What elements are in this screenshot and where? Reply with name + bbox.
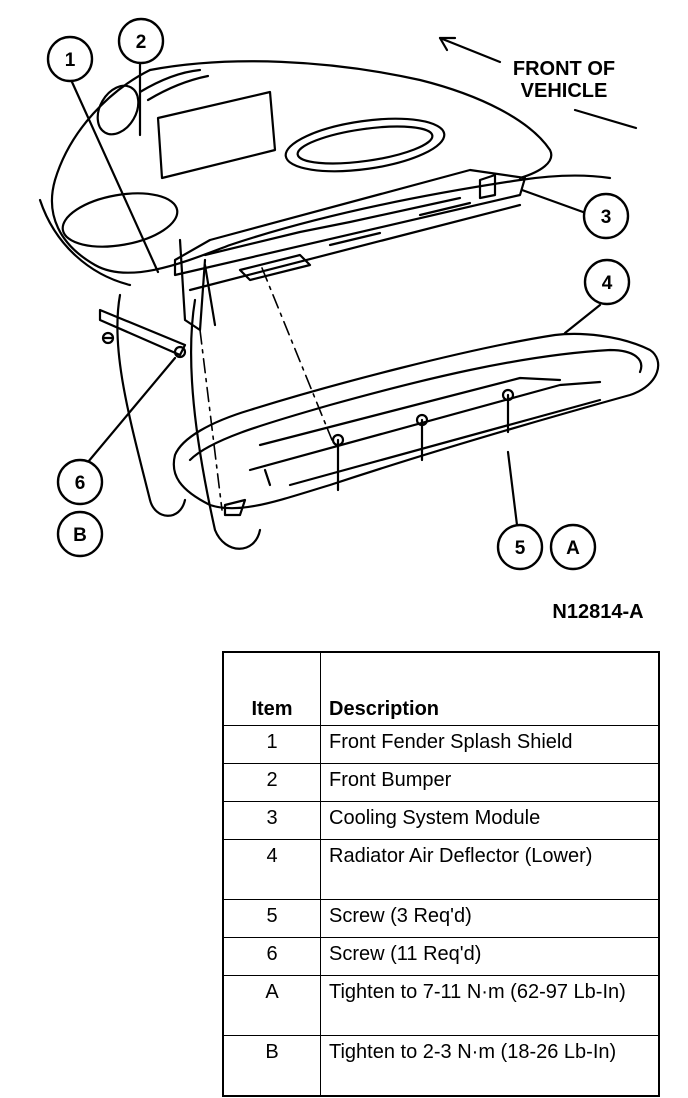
table-row: 3 Cooling System Module: [222, 801, 660, 840]
legend-description-cell: Front Bumper: [320, 763, 660, 802]
front-of-vehicle-arrow: [438, 36, 502, 64]
air-deflector-drawing: [172, 332, 660, 517]
callout-3-label: 3: [601, 207, 612, 228]
table-row: 4 Radiator Air Deflector (Lower): [222, 839, 660, 900]
deflector-screws: [331, 388, 515, 492]
legend-header-item: Item: [222, 651, 321, 726]
leader-4: [563, 303, 602, 335]
leader-3: [520, 188, 585, 214]
callout-a-label: A: [566, 538, 580, 559]
callout-5-label: 5: [515, 538, 526, 559]
figure-id: N12814-A: [552, 601, 643, 623]
legend-item-cell: 2: [222, 763, 321, 802]
leader-5: [506, 450, 519, 527]
legend-description-cell: Cooling System Module: [320, 801, 660, 840]
legend-item-cell: B: [222, 1035, 321, 1097]
table-row: 1 Front Fender Splash Shield: [222, 725, 660, 764]
legend-description-cell: Front Fender Splash Shield: [320, 725, 660, 764]
callout-b-label: B: [73, 525, 87, 546]
legend-description-cell: Screw (3 Req'd): [320, 899, 660, 938]
table-row: 2 Front Bumper: [222, 763, 660, 802]
leader-1: [70, 80, 160, 274]
legend-item-cell: 1: [222, 725, 321, 764]
callout-4-circle: [583, 258, 631, 306]
splash-shield-drawing: [98, 293, 262, 550]
callout-1-circle: [46, 35, 94, 83]
callout-a-circle: [549, 523, 597, 571]
legend-description-cell: Tighten to 2-3 N·m (18-26 Lb-In): [320, 1035, 660, 1097]
legend-item-cell: 6: [222, 937, 321, 976]
leader-6: [86, 356, 177, 464]
table-row: A Tighten to 7-11 N·m (62-97 Lb-In): [222, 975, 660, 1036]
alignment-lines: [199, 267, 333, 511]
callout-3-circle: [582, 192, 630, 240]
front-of-vehicle-label-line1: FRONT OF: [513, 58, 615, 80]
table-row: 6 Screw (11 Req'd): [222, 937, 660, 976]
callout-4-label: 4: [602, 273, 613, 294]
legend-description-cell: Radiator Air Deflector (Lower): [320, 839, 660, 900]
legend-item-cell: A: [222, 975, 321, 1036]
callout-2-circle: [117, 17, 165, 65]
callout-1-label: 1: [65, 50, 76, 71]
legend-header-description: Description: [320, 651, 660, 726]
table-row: 5 Screw (3 Req'd): [222, 899, 660, 938]
legend-description-cell: Screw (11 Req'd): [320, 937, 660, 976]
exploded-view-diagram: 1 2 3 4 5 A 6 B FRONT OF VEHICLE N12814-…: [38, 17, 660, 623]
parts-legend-table: Item Description 1 Front Fender Splash S…: [222, 651, 660, 1097]
cooling-module-drawing: [173, 168, 527, 332]
legend-item-cell: 4: [222, 839, 321, 900]
front-of-vehicle-label-line2: VEHICLE: [521, 80, 608, 102]
callout-6-circle: [56, 458, 104, 506]
legend-item-cell: 3: [222, 801, 321, 840]
callout-b-circle: [56, 510, 104, 558]
callout-5-circle: [496, 523, 544, 571]
callout-6-label: 6: [75, 473, 86, 494]
legend-item-cell: 5: [222, 899, 321, 938]
legend-description-cell: Tighten to 7-11 N·m (62-97 Lb-In): [320, 975, 660, 1036]
table-row: B Tighten to 2-3 N·m (18-26 Lb-In): [222, 1035, 660, 1097]
legend-header-row: Item Description: [222, 651, 660, 726]
callout-2-label: 2: [136, 32, 147, 53]
